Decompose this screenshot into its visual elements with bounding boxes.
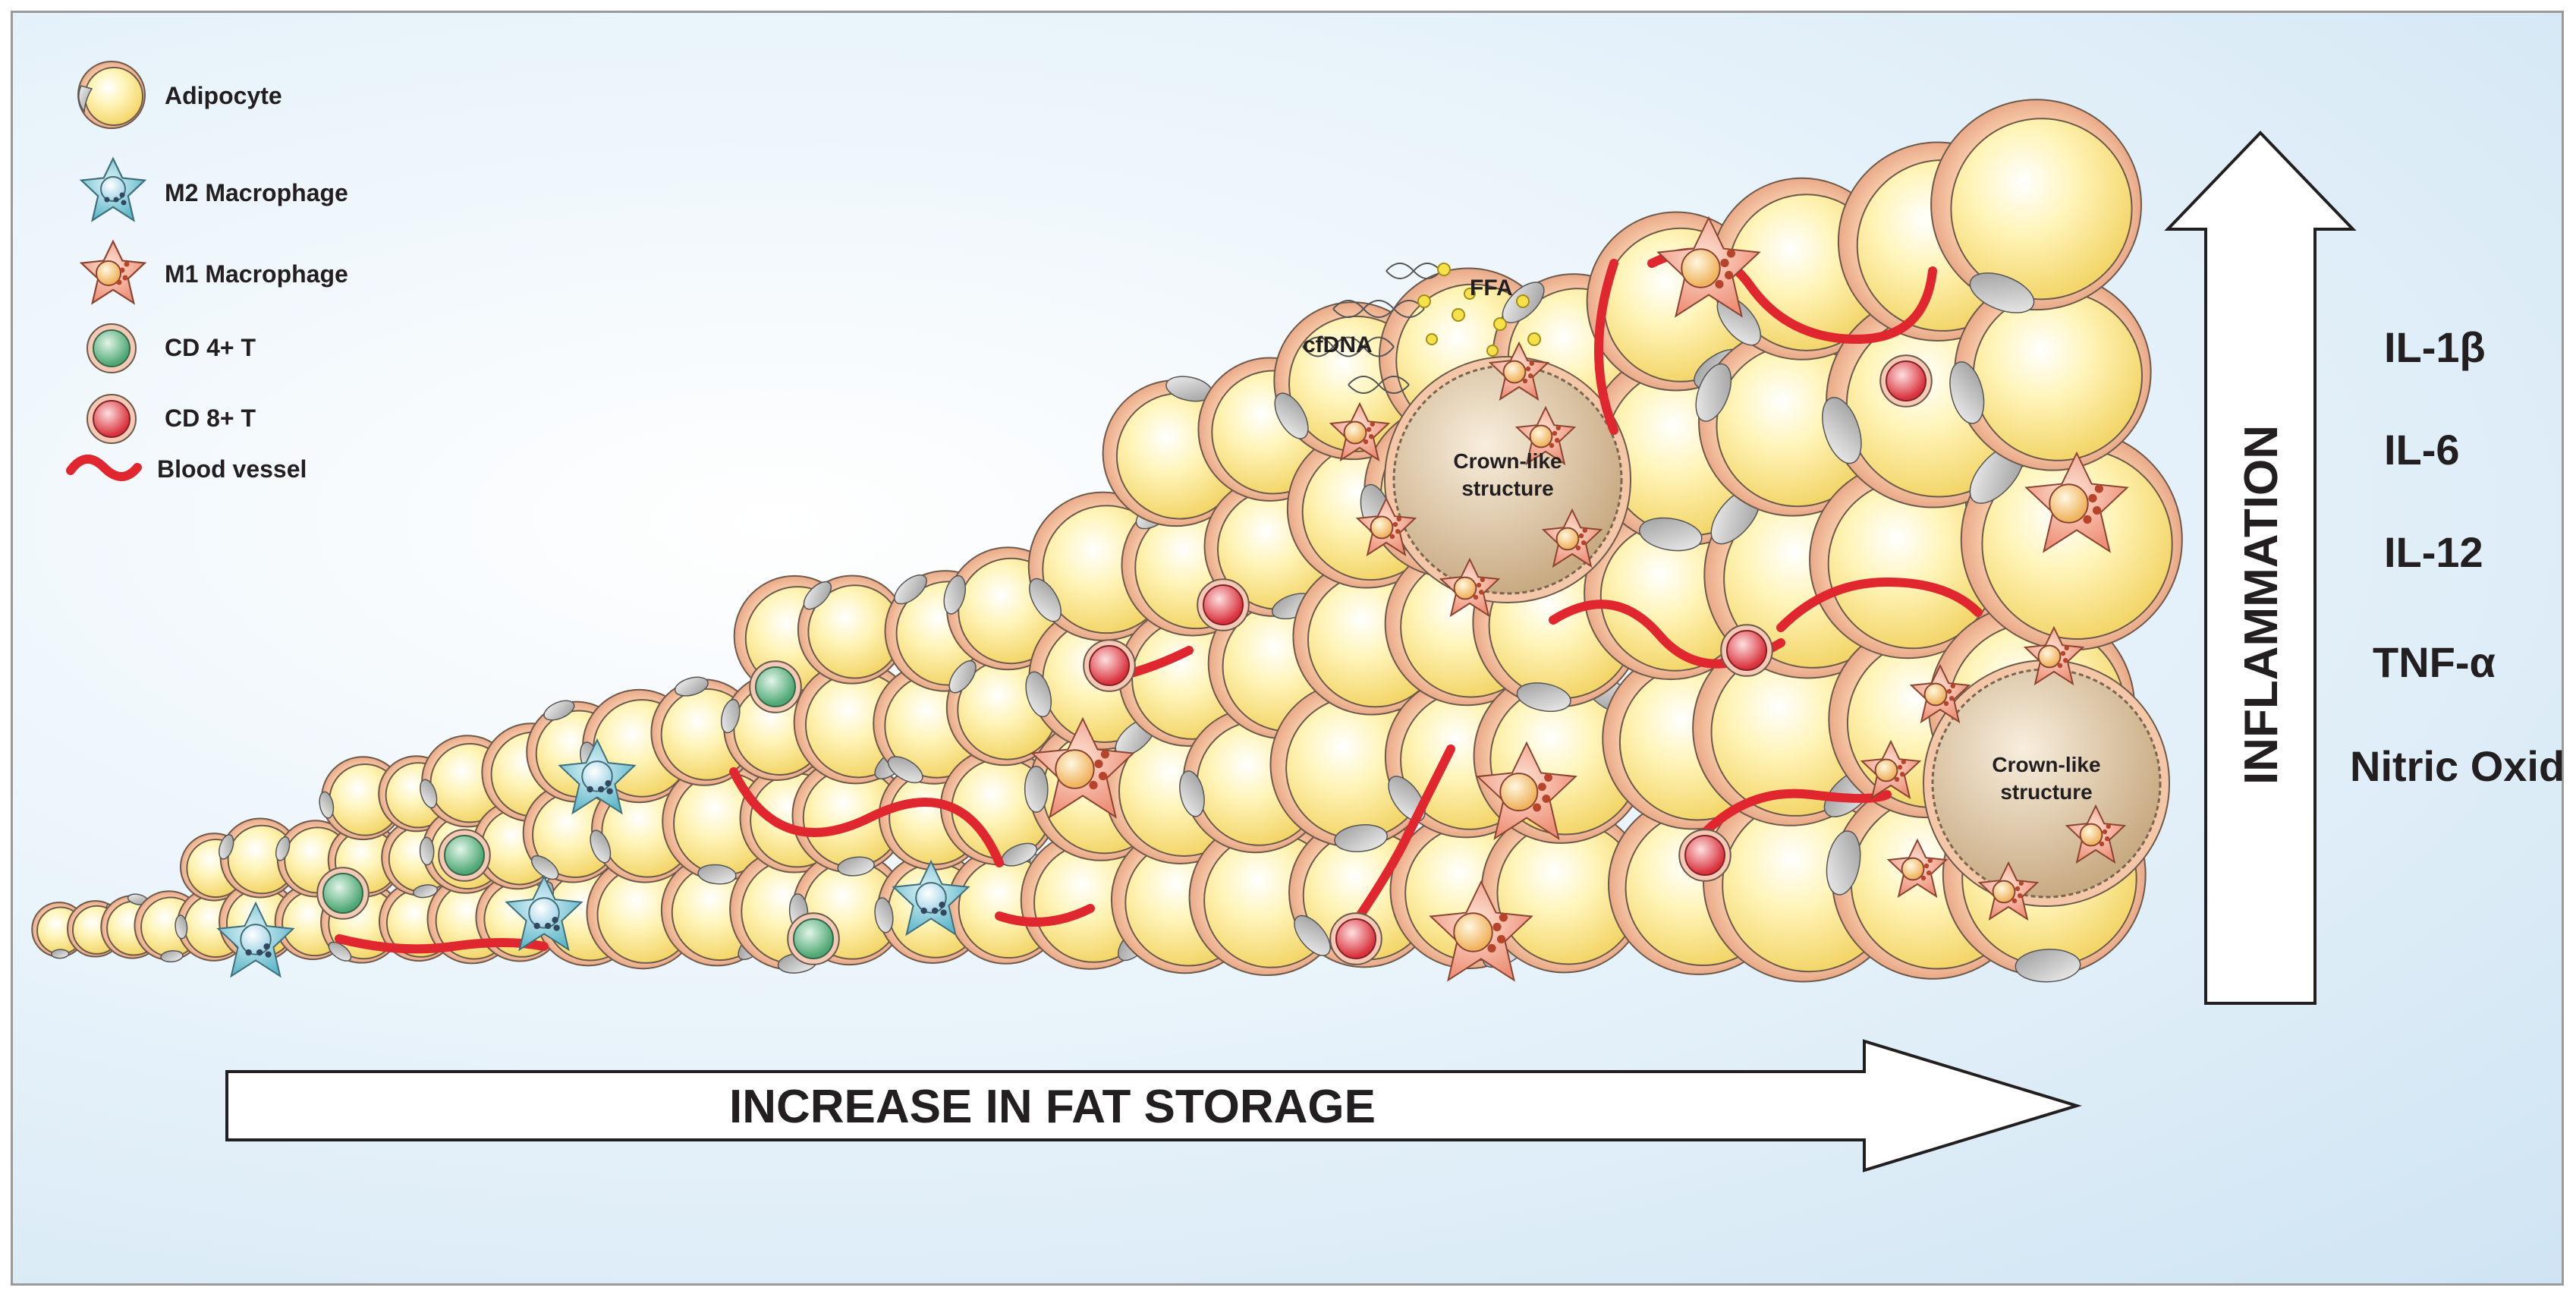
cd8-t-cell	[1197, 578, 1250, 631]
m1-macrophage	[1331, 404, 1389, 460]
ffa-label: FFA	[1470, 275, 1513, 301]
legend: Adipocyte M2 Macrophage M1 Macrophage CD…	[71, 61, 348, 483]
legend-adipocyte-icon	[77, 61, 146, 129]
cd8-t-cell	[1329, 912, 1382, 965]
cd4-t-cell	[316, 867, 370, 920]
m1-macrophage	[1033, 719, 1134, 817]
adipocyte	[1480, 806, 1653, 974]
cytokine-nitric-oxide: Nitric Oxide	[2350, 742, 2566, 790]
legend-cd4-label: CD 4+ T	[165, 334, 256, 361]
blood-vessel	[729, 767, 1004, 867]
cytokine-il12: IL-12	[2384, 528, 2483, 576]
m1-macrophage	[1862, 741, 1920, 798]
m1-macrophage	[1980, 863, 2037, 919]
m1-macrophage	[1889, 840, 1946, 896]
m1-macrophage	[1543, 510, 1601, 566]
m2-macrophage	[894, 861, 969, 934]
m1-macrophage	[2067, 806, 2125, 862]
legend-m1-label: M1 Macrophage	[165, 260, 348, 288]
m1-macrophage	[1517, 408, 1574, 464]
m2-macrophage	[507, 877, 582, 949]
fat-storage-arrow-icon	[225, 1039, 2082, 1173]
legend-cd8-icon	[86, 394, 137, 444]
cd4-t-cell	[787, 912, 840, 965]
legend-vessel-icon	[66, 455, 142, 481]
fat-storage-arrow-label: INCREASE IN FAT STORAGE	[729, 1081, 1376, 1133]
legend-cd4-icon	[86, 323, 137, 373]
diagram-canvas: cfDNA FFA Crown-like structure Crown-lik…	[31, 61, 2566, 1173]
m1-macrophage	[1911, 666, 1969, 722]
crown-label-1-line2: structure	[1461, 477, 1553, 500]
crown-label-2-line2: structure	[2000, 780, 2092, 804]
legend-cd8-label: CD 8+ T	[165, 405, 256, 432]
inflammation-arrow-label: INFLAMMATION	[2235, 425, 2288, 785]
cytokine-list: IL-1β IL-6 IL-12 TNF-α Nitric Oxide	[2350, 323, 2566, 790]
cfdna-label: cfDNA	[1303, 332, 1373, 357]
legend-m2-label: M2 Macrophage	[165, 179, 348, 206]
adipocyte-cluster	[31, 99, 2183, 983]
m1-macrophage	[2025, 628, 2083, 684]
m1-macrophage	[1659, 218, 1760, 316]
figure-frame: cfDNA FFA Crown-like structure Crown-lik…	[11, 11, 2566, 1286]
ffa-dots-icon	[1417, 263, 1541, 357]
legend-adipocyte-label: Adipocyte	[165, 82, 282, 109]
adipocyte	[1930, 99, 2142, 313]
adipocyte	[791, 757, 908, 877]
blood-vessel	[1776, 577, 1983, 632]
adipocyte	[1960, 428, 2183, 651]
m1-macrophage	[1490, 343, 1548, 399]
cytokine-il1b: IL-1β	[2384, 323, 2486, 371]
cytokine-tnfa: TNF-α	[2373, 638, 2496, 686]
immune-cells	[219, 218, 2128, 981]
m1-macrophage	[1431, 882, 1532, 981]
legend-vessel-label: Blood vessel	[157, 455, 307, 483]
cd8-t-cell	[1720, 624, 1773, 677]
blood-vessel	[335, 934, 549, 954]
inflammation-arrow-icon	[2164, 131, 2357, 1005]
m2-macrophage	[219, 903, 294, 976]
adipocyte	[797, 575, 907, 685]
cytokine-il6: IL-6	[2384, 426, 2460, 474]
adipocyte	[1949, 273, 2152, 471]
blood-vessel	[995, 904, 1095, 927]
crown-label-2-line1: Crown-like	[1992, 753, 2100, 776]
m2-macrophage	[560, 740, 635, 813]
cfdna-strands-icon	[1302, 263, 1442, 394]
m1-macrophage	[1477, 743, 1575, 839]
cd4-t-cell	[438, 829, 491, 882]
blood-vessel	[1594, 259, 1618, 435]
crown-label-1-line1: Crown-like	[1453, 449, 1562, 473]
legend-m2-icon	[81, 159, 145, 220]
blood-vessel	[1355, 745, 1455, 921]
cd8-t-cell	[1083, 639, 1136, 692]
cd4-t-cell	[749, 660, 802, 713]
m1-macrophage	[1441, 559, 1499, 615]
m1-macrophage	[2027, 453, 2128, 552]
legend-m1-icon	[81, 241, 145, 303]
cd8-t-cell	[1678, 829, 1731, 882]
cd8-t-cell	[1879, 354, 1933, 408]
m1-macrophage	[1357, 499, 1415, 555]
